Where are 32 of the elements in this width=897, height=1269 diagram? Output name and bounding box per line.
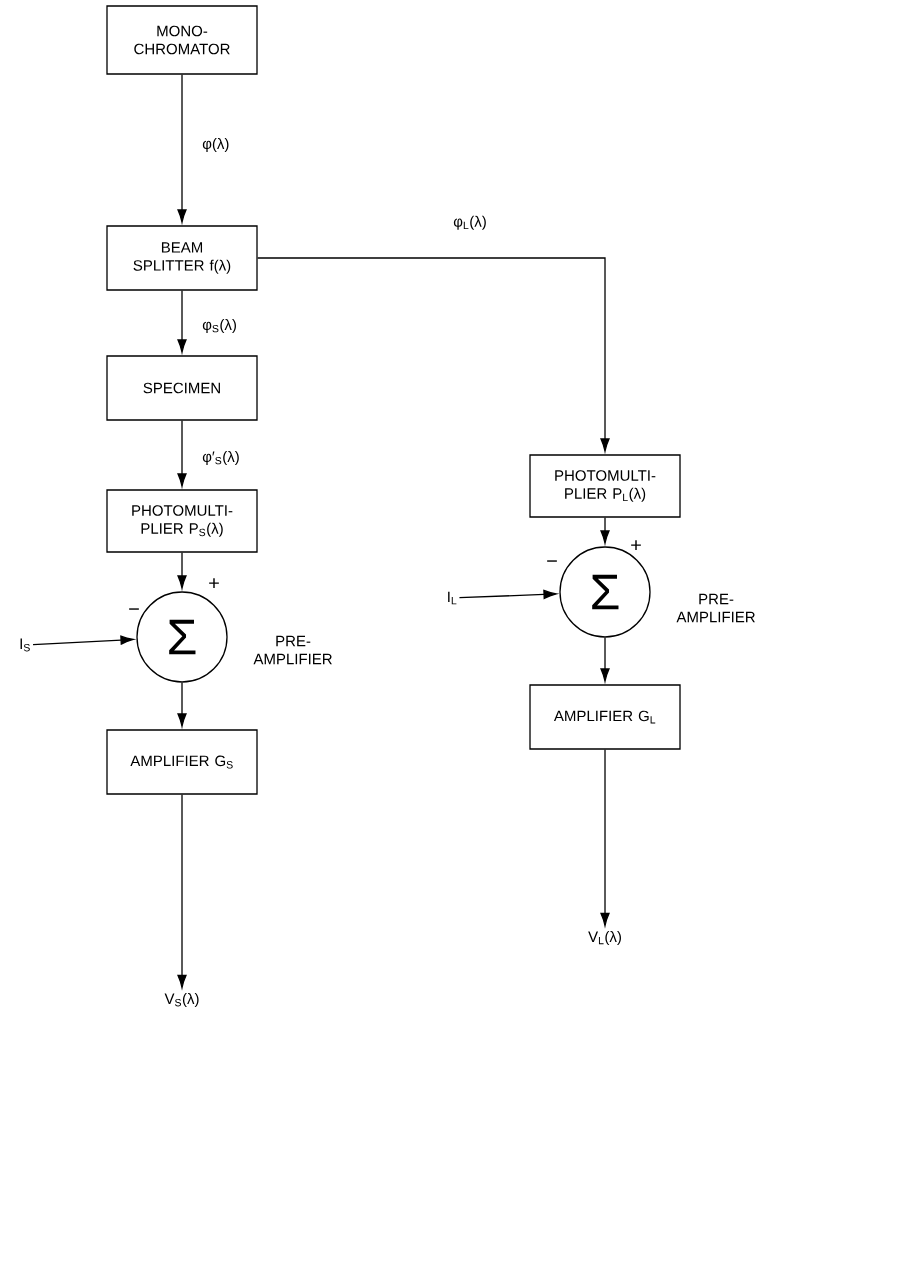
arrow bbox=[177, 290, 187, 353]
arrow bbox=[600, 637, 610, 682]
arrow bbox=[177, 74, 187, 223]
arrow bbox=[177, 682, 187, 727]
edge-label: φ′$_{S}$(λ) bbox=[200, 449, 242, 467]
arrow bbox=[177, 420, 187, 487]
sign-label: + bbox=[209, 578, 219, 588]
signal-label: I$_{L}$ bbox=[448, 591, 457, 605]
sign-label: − bbox=[129, 608, 139, 610]
process-box: BEAM SPLITTER f(λ) bbox=[106, 225, 258, 291]
sign-label: − bbox=[547, 560, 557, 562]
signal-label: V$_{S}$(λ) bbox=[164, 993, 199, 1007]
arrow bbox=[177, 552, 187, 589]
edge-label: φ$_{L}$(λ) bbox=[451, 213, 489, 232]
process-box: MONO- CHROMATOR bbox=[106, 5, 258, 75]
arrow bbox=[32, 635, 134, 646]
arrow bbox=[177, 794, 187, 989]
arrow bbox=[458, 589, 557, 599]
process-box: PHOTOMULTI- PLIER P$_{L}$(λ) bbox=[529, 454, 681, 518]
signal-label: I$_{S}$ bbox=[20, 638, 30, 652]
process-box: AMPLIFIER G$_{L}$ bbox=[529, 684, 681, 750]
process-box: SPECIMEN bbox=[106, 355, 258, 421]
amplifier-label: PRE- AMPLIFIER bbox=[253, 635, 332, 665]
process-box: AMPLIFIER G$_{S}$ bbox=[106, 729, 258, 795]
arrow bbox=[600, 517, 610, 544]
edge-label: φ(λ) bbox=[200, 136, 232, 154]
amplifier-label: PRE- AMPLIFIER bbox=[676, 593, 755, 623]
arrow bbox=[257, 257, 610, 452]
edge-label: φ$_{S}$(λ) bbox=[200, 317, 239, 335]
arrow bbox=[600, 749, 610, 927]
signal-label: V$_{L}$(λ) bbox=[588, 931, 621, 945]
process-box: PHOTOMULTI- PLIER P$_{S}$(λ) bbox=[106, 489, 258, 553]
